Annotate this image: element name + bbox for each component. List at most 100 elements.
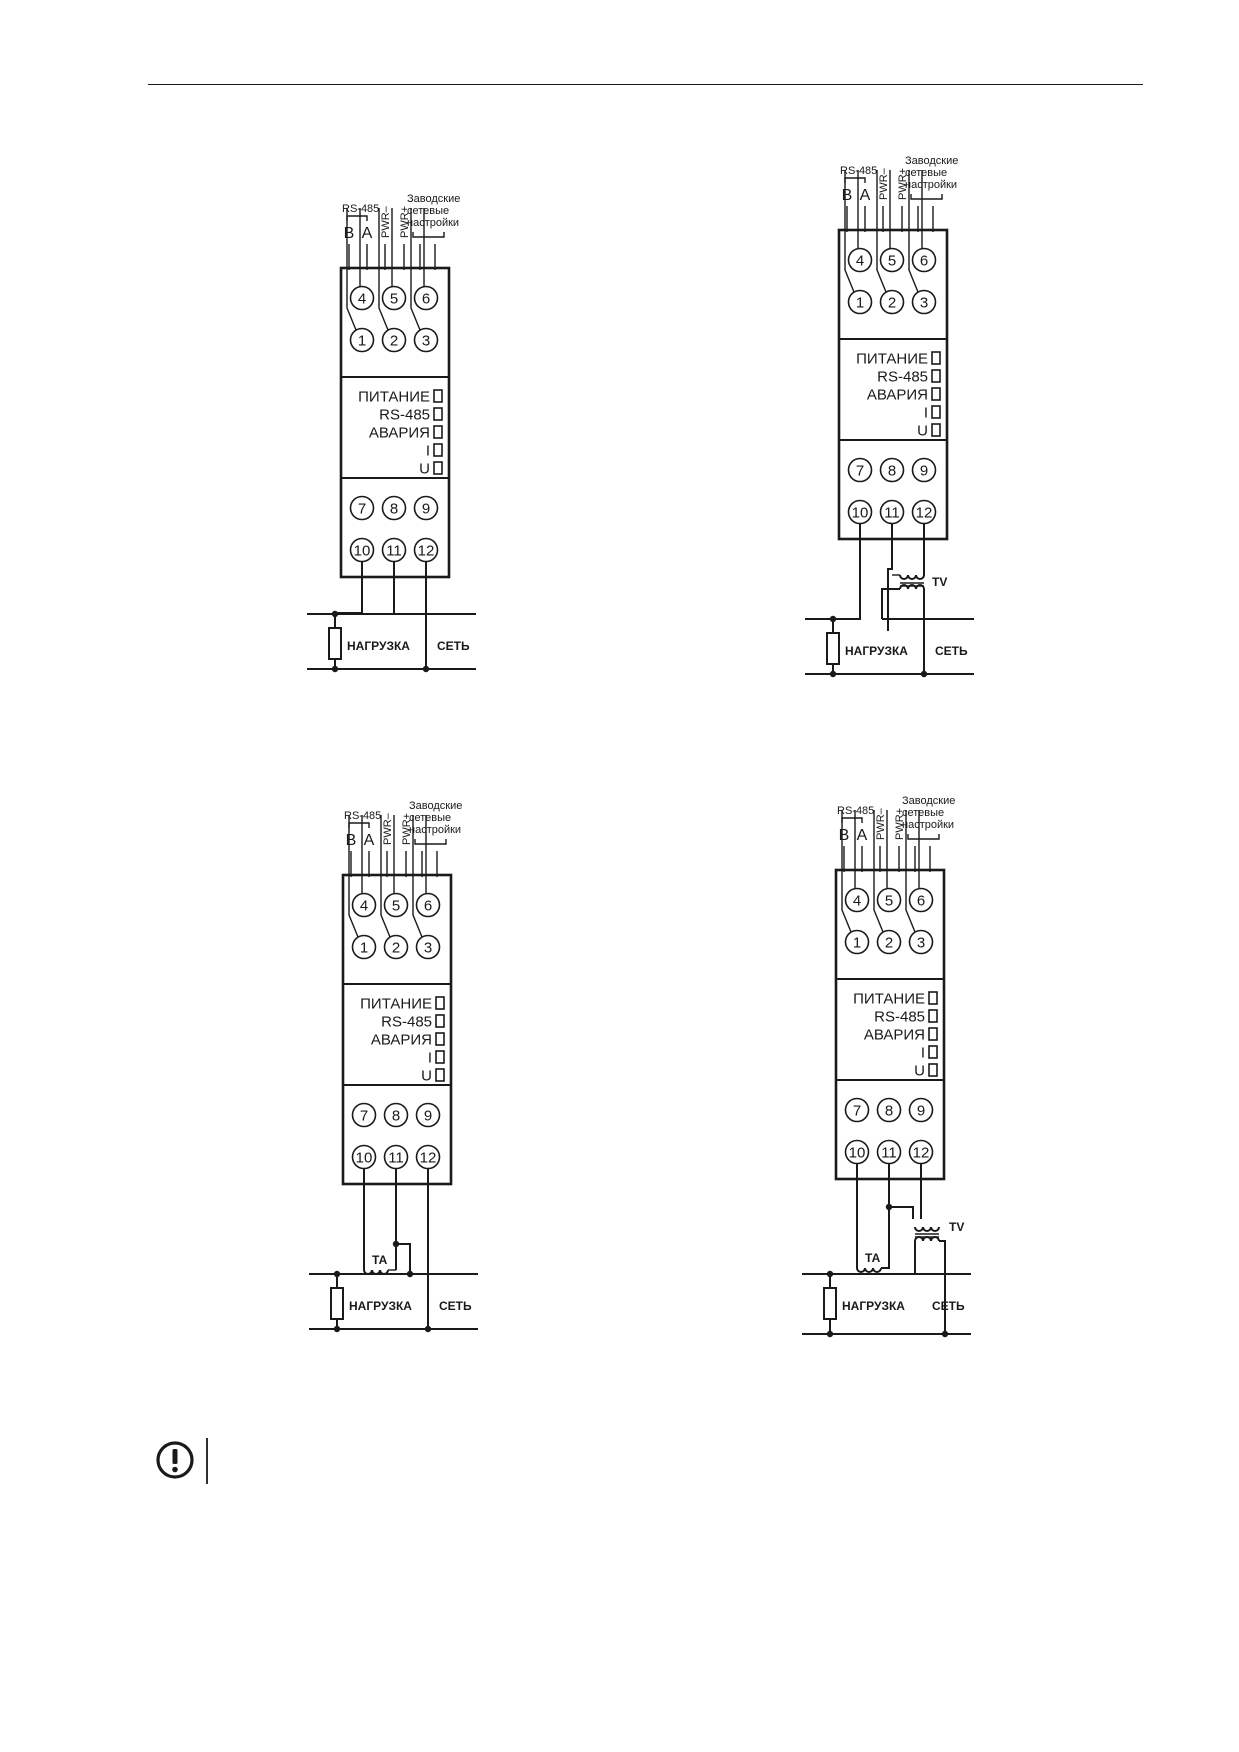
terminal-7 — [844, 1097, 870, 1123]
label-b: B — [344, 225, 355, 242]
label-pwr-plus: PWR+ — [894, 808, 906, 840]
internal-jumper — [873, 810, 884, 933]
load-label: НАГРУЗКА — [845, 644, 908, 658]
terminal-label-4: 4 — [360, 898, 368, 915]
factory-label-2: сетевые — [902, 807, 944, 819]
internal-jumper — [412, 815, 423, 938]
junction-dot — [333, 1325, 341, 1333]
factory-label-2: сетевые — [409, 812, 451, 824]
terminal-8 — [383, 1102, 409, 1128]
tv-primary-coil — [914, 1226, 940, 1232]
terminal-label-8: 8 — [888, 463, 896, 480]
indicator-lamp — [931, 369, 941, 383]
load-resistor — [330, 1287, 344, 1320]
tv-secondary-coil — [899, 584, 925, 590]
indicator-label: U — [917, 423, 928, 440]
wire-11 — [887, 523, 893, 631]
label-pwr-minus: PWR– — [878, 167, 890, 200]
internal-jumper — [378, 208, 389, 331]
indicator-label: RS-485 — [379, 407, 430, 424]
internal-jumper — [908, 170, 919, 293]
terminal-label-11: 11 — [884, 505, 900, 522]
terminal-label-6: 6 — [422, 291, 430, 308]
label-b: B — [346, 832, 357, 849]
device-body — [837, 228, 949, 541]
terminal-label-9: 9 — [424, 1108, 432, 1125]
terminal-1 — [844, 929, 870, 955]
factory-label-3: настройки — [409, 824, 461, 836]
indicator-lamp — [928, 1063, 938, 1077]
terminal-label-2: 2 — [392, 940, 400, 957]
terminal-label-10: 10 — [849, 1145, 866, 1162]
terminal-label-12: 12 — [420, 1150, 437, 1167]
indicator-label: U — [419, 461, 430, 478]
wire-10 — [833, 523, 861, 620]
terminal-6 — [908, 887, 934, 913]
network-label: СЕТЬ — [437, 639, 470, 653]
junction-dot — [920, 670, 928, 678]
junction-dot — [406, 1270, 414, 1278]
terminal-7 — [351, 1102, 377, 1128]
terminal-label-4: 4 — [853, 893, 861, 910]
indicator-label: ПИТАНИЕ — [856, 351, 928, 368]
tv-label: TV — [949, 1220, 964, 1234]
terminal-5 — [381, 285, 407, 311]
indicator-label: U — [914, 1063, 925, 1080]
tv-low-wire — [881, 588, 900, 619]
terminal-label-7: 7 — [856, 463, 864, 480]
terminal-label-11: 11 — [881, 1145, 897, 1162]
label-pwr-minus: PWR– — [382, 812, 394, 845]
terminal-4 — [844, 887, 870, 913]
load-resistor — [826, 632, 840, 665]
terminal-1 — [349, 327, 375, 353]
factory-label-2: сетевые — [407, 205, 449, 217]
ta-label: ТА — [865, 1251, 881, 1265]
internal-jumper — [844, 170, 855, 293]
terminal-label-3: 3 — [917, 935, 925, 952]
terminal-label-7: 7 — [853, 1103, 861, 1120]
rs485-bracket — [844, 177, 866, 183]
terminal-1 — [847, 289, 873, 315]
terminal-label-8: 8 — [885, 1103, 893, 1120]
factory-label-1: Заводские — [905, 155, 958, 167]
label-a: A — [860, 187, 871, 204]
terminal-label-2: 2 — [888, 295, 896, 312]
tv-feed — [889, 1206, 914, 1219]
terminal-2 — [381, 327, 407, 353]
factory-label-1: Заводские — [407, 193, 460, 205]
load-label: НАГРУЗКА — [347, 639, 410, 653]
internal-jumper — [348, 815, 359, 938]
terminal-5 — [876, 887, 902, 913]
indicator-label: ПИТАНИЕ — [360, 996, 432, 1013]
terminal-label-9: 9 — [422, 501, 430, 518]
terminal-label-6: 6 — [917, 893, 925, 910]
indicator-lamp — [931, 387, 941, 401]
terminal-3 — [413, 327, 439, 353]
indicator-lamp — [435, 1068, 445, 1082]
indicator-lamp — [433, 425, 443, 439]
indicator-lamp — [928, 1045, 938, 1059]
label-a: A — [362, 225, 373, 242]
ta-label: ТА — [372, 1253, 388, 1267]
terminal-8 — [876, 1097, 902, 1123]
tv-primary-coil — [899, 574, 925, 580]
junction-dot — [424, 1325, 432, 1333]
label-pwr-plus: PWR+ — [897, 168, 909, 200]
ta-coil — [856, 1267, 882, 1273]
junction-dot — [422, 665, 430, 673]
indicator-label: I — [426, 443, 430, 460]
indicator-label: ПИТАНИЕ — [358, 389, 430, 406]
terminal-label-1: 1 — [853, 935, 861, 952]
label-pwr-minus: PWR– — [380, 205, 392, 238]
terminal-label-8: 8 — [390, 501, 398, 518]
terminal-label-10: 10 — [852, 505, 869, 522]
terminal-label-1: 1 — [856, 295, 864, 312]
label-pwr-plus: PWR+ — [399, 206, 411, 238]
factory-label-3: настройки — [902, 819, 954, 831]
terminal-1 — [351, 934, 377, 960]
load-label: НАГРУЗКА — [349, 1299, 412, 1313]
factory-label-3: настройки — [905, 179, 957, 191]
indicator-lamp — [928, 1009, 938, 1023]
factory-label-3: настройки — [407, 217, 459, 229]
